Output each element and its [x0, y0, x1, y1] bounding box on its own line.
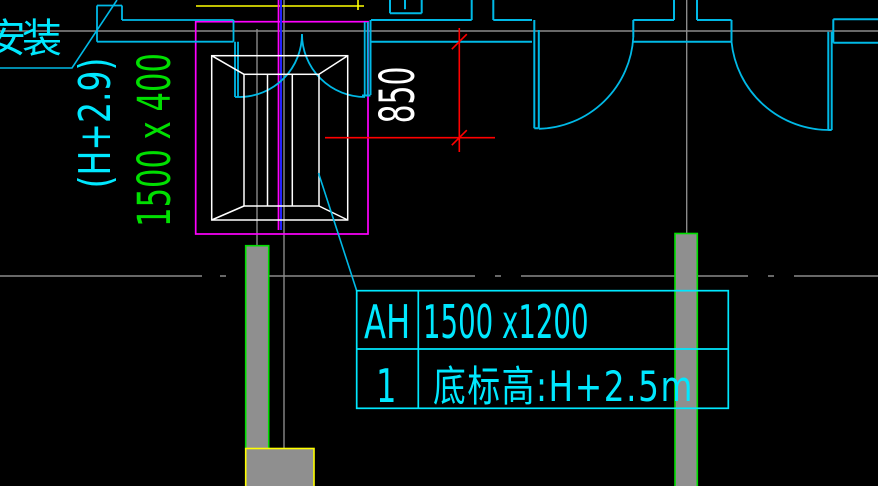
duct: [96, 4, 369, 98]
door-1-swing-arc[interactable]: [538, 36, 635, 130]
wall-left-jamb[interactable]: [362, 20, 372, 97]
leaders: [0, 0, 358, 291]
door-1-leaf[interactable]: [533, 20, 540, 130]
fixture-symbol[interactable]: [389, 0, 423, 15]
diffuser-vanes: [266, 74, 294, 206]
column-1[interactable]: [244, 244, 270, 450]
table-count-text: 1: [376, 360, 396, 413]
diffuser-inner-rect[interactable]: [243, 73, 320, 207]
flex-connection-right[interactable]: [363, 22, 369, 96]
height-annotation: (H+2.9): [70, 58, 121, 189]
duct-size-annotation: 1500 x 400: [129, 53, 182, 227]
wall-top-outer-mid[interactable]: [633, 0, 733, 42]
duct-elbow[interactable]: [96, 4, 235, 43]
column-footing[interactable]: [244, 447, 315, 486]
install-leader-line[interactable]: [0, 0, 118, 69]
table-elevation-text: 底标高:H+2.5m: [433, 362, 694, 411]
wall-top-outer-right[interactable]: [832, 18, 878, 44]
column-2[interactable]: [674, 232, 699, 486]
wall-top-outer-left[interactable]: [371, 0, 532, 21]
dimension-text-850: 850: [371, 67, 426, 124]
table-tag-text: AH: [364, 296, 410, 349]
door-swings: [538, 36, 831, 131]
door-2-swing-arc[interactable]: [730, 41, 831, 131]
flex-connection-arcs[interactable]: [239, 33, 366, 98]
table-size-text: 1500 x1200: [423, 296, 589, 349]
equipment-table[interactable]: [355, 289, 730, 410]
dimension-850[interactable]: [325, 28, 495, 152]
columns: [244, 232, 699, 486]
dimension-tick-marks: [451, 33, 468, 146]
table-leader-line[interactable]: [317, 172, 358, 291]
diffuser-corner-diagonals: [211, 55, 349, 221]
install-annotation: 安装: [0, 16, 61, 62]
